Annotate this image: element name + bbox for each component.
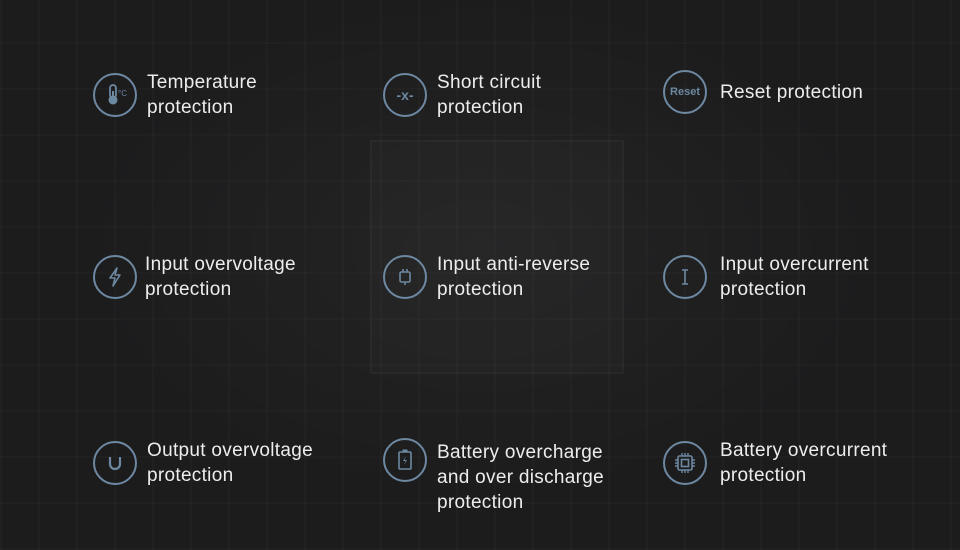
feature-label-line: protection xyxy=(147,97,234,118)
feature-label-line: Output overvoltage xyxy=(147,440,313,461)
feature-label-line: Battery overcharge xyxy=(437,442,603,463)
u-magnet-icon xyxy=(93,441,137,485)
feature-label-line: Input overvoltage xyxy=(145,254,296,275)
feature-label-line: Reset protection xyxy=(720,81,864,103)
feature-input-overvoltage: Input overvoltage protection xyxy=(93,252,296,302)
feature-input-anti-reverse: Input anti-reverse protection xyxy=(383,252,590,302)
feature-label-line: Battery overcurrent xyxy=(720,440,888,461)
svg-text:°C: °C xyxy=(118,89,127,98)
plug-icon xyxy=(383,255,427,299)
feature-output-overvoltage: Output overvoltage protection xyxy=(93,438,313,488)
feature-label-line: protection xyxy=(720,279,807,300)
feature-label-line: protection xyxy=(147,465,234,486)
current-icon xyxy=(663,255,707,299)
feature-label-line: Temperature xyxy=(147,72,257,93)
thermometer-icon: °C xyxy=(93,73,137,117)
chip-icon xyxy=(663,441,707,485)
lightning-icon xyxy=(93,255,137,299)
feature-temperature: °C Temperature protection xyxy=(93,70,257,120)
feature-short-circuit: -x- Short circuit protection xyxy=(383,70,541,120)
feature-input-overcurrent: Input overcurrent protection xyxy=(663,252,869,302)
feature-label-line: Short circuit xyxy=(437,72,542,93)
feature-label-line: protection xyxy=(720,465,807,486)
feature-label-line: protection xyxy=(437,97,524,118)
feature-label-line: Input anti-reverse xyxy=(437,254,591,275)
short-circuit-icon: -x- xyxy=(383,73,427,117)
feature-label-line: protection xyxy=(437,279,524,300)
reset-glyph: Reset xyxy=(670,86,700,98)
feature-label-line: Input overcurrent xyxy=(720,254,869,275)
feature-battery-overcurrent: Battery overcurrent protection xyxy=(663,438,887,488)
short-circuit-glyph: -x- xyxy=(396,87,414,103)
feature-reset: Reset Reset protection xyxy=(663,70,863,114)
feature-battery-overcharge: Battery overcharge and over discharge prot… xyxy=(383,438,604,515)
battery-icon xyxy=(383,438,427,482)
feature-label-line: protection xyxy=(145,279,232,300)
reset-icon: Reset xyxy=(663,70,707,114)
feature-label-line: and over discharge xyxy=(437,467,605,488)
feature-label-line: protection xyxy=(437,492,524,513)
